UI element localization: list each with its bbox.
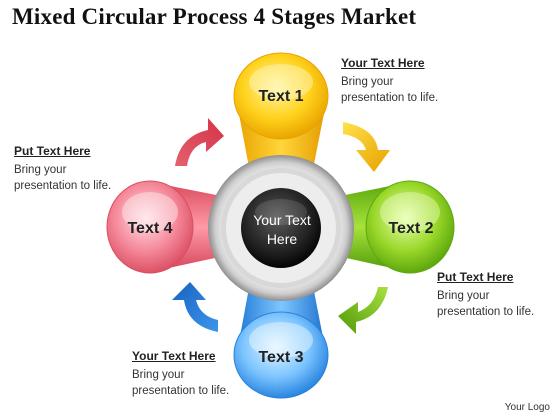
callout-top-right: Your Text Here Bring your presentation t… bbox=[341, 55, 438, 106]
arrow-4-to-1-icon bbox=[175, 118, 224, 166]
callout-heading: Your Text Here bbox=[132, 349, 216, 363]
center-text-line-1: Your Text bbox=[253, 212, 311, 228]
stage-3-label: Text 3 bbox=[258, 349, 303, 366]
logo-placeholder: Your Logo bbox=[504, 402, 550, 413]
callout-text: presentation to life. bbox=[437, 306, 535, 318]
callout-left: Put Text Here Bring your presentation to… bbox=[14, 143, 111, 194]
callout-heading: Put Text Here bbox=[437, 270, 514, 284]
stage-2: Text 2 bbox=[310, 180, 455, 274]
callout-bottom-left: Your Text Here Bring your presentation t… bbox=[132, 348, 229, 399]
callout-text: Bring your bbox=[437, 290, 490, 302]
center-hub: Your Text Here bbox=[208, 155, 354, 301]
callout-text: Bring your bbox=[14, 164, 67, 176]
callout-text: presentation to life. bbox=[341, 92, 439, 104]
arrow-1-to-2-icon bbox=[343, 122, 390, 172]
stage-1-label: Text 1 bbox=[258, 88, 303, 105]
callout-text: presentation to life. bbox=[132, 385, 230, 397]
arrow-3-to-4-icon bbox=[172, 282, 218, 332]
callout-heading: Your Text Here bbox=[341, 56, 425, 70]
callout-text: presentation to life. bbox=[14, 180, 112, 192]
callout-right: Put Text Here Bring your presentation to… bbox=[437, 269, 534, 320]
stage-4-label: Text 4 bbox=[127, 220, 172, 237]
center-text-line-2: Here bbox=[267, 231, 298, 247]
slide-title: Mixed Circular Process 4 Stages Market bbox=[12, 4, 417, 29]
callout-text: Bring your bbox=[132, 369, 185, 381]
callout-text: Bring your bbox=[341, 76, 394, 88]
arrow-2-to-3-icon bbox=[338, 287, 388, 334]
stage-2-label: Text 2 bbox=[388, 220, 433, 237]
callout-heading: Put Text Here bbox=[14, 144, 91, 158]
